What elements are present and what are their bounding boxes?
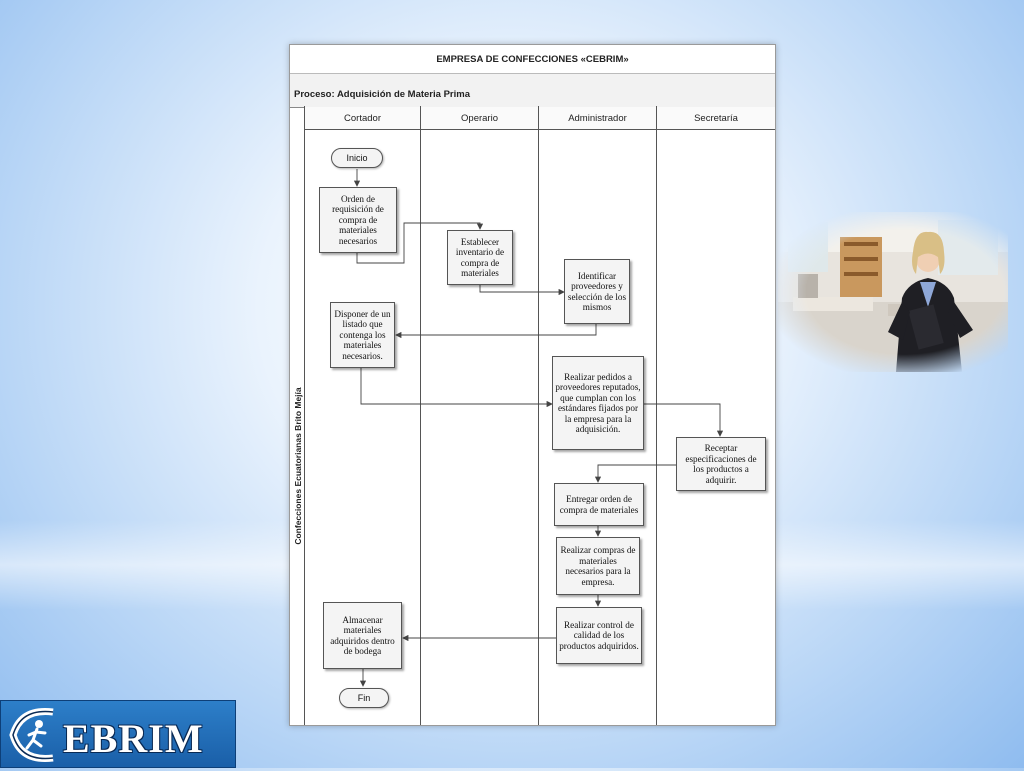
node-disponer-listado: Disponer de un listado que contenga los …: [330, 302, 395, 368]
pool-label-column: Confecciones Ecuatorianas Brito Mejía: [290, 106, 305, 725]
lane-divider: [538, 106, 539, 725]
lane-header-administrador: Administrador: [539, 107, 656, 130]
flow-connectors: [353, 169, 724, 687]
lane-header-operario: Operario: [421, 107, 538, 130]
node-establecer-inventario: Establecer inventario de compra de mater…: [447, 230, 513, 285]
node-entregar-orden: Entregar orden de compra de materiales: [554, 483, 644, 526]
document-title: EMPRESA DE CONFECCIONES «CEBRIM»: [436, 53, 629, 65]
arrow-identificar-disponer: [395, 324, 597, 339]
arrow-receptar-entregar: [594, 464, 676, 483]
node-realizar-pedidos: Realizar pedidos a proveedores reputados…: [552, 356, 644, 450]
node-realizar-compras: Realizar compras de materiales necesario…: [556, 537, 640, 595]
arrow-disponer-pedidos: [360, 368, 553, 408]
lane-divider: [420, 106, 421, 725]
office-woman-photo: [778, 212, 1008, 372]
process-label: Proceso: Adquisición de Materia Prima: [294, 89, 470, 100]
logo-text: EBRIM: [63, 716, 204, 761]
cebrim-logo: EBRIM: [0, 700, 236, 768]
flowchart-document: EMPRESA DE CONFECCIONES «CEBRIM» Proceso…: [289, 44, 776, 726]
arrow-orden-establecer: [356, 222, 484, 264]
end-node: Fin: [339, 688, 389, 708]
arrow-pedidos-receptar: [630, 403, 724, 437]
lane-divider: [656, 106, 657, 725]
lane-header-secretaria: Secretaría: [657, 107, 775, 130]
node-almacenar-materiales: Almacenar materiales adquiridos dentro d…: [323, 602, 402, 669]
node-identificar-proveedores: Identificar proveedores y selección de l…: [564, 259, 630, 324]
office-photo-illustration: [778, 212, 1008, 372]
runner-emblem-icon: [9, 707, 54, 763]
start-node: Inicio: [331, 148, 383, 168]
node-orden-requisicion: Orden de requisición de compra de materi…: [319, 187, 397, 253]
node-control-calidad: Realizar control de calidad de los produ…: [556, 607, 642, 664]
node-receptar-especificaciones: Receptar especificaciones de los product…: [676, 437, 766, 491]
arrow-establecer-identificar: [479, 285, 565, 296]
process-row: [290, 73, 775, 108]
lane-header-cortador: Cortador: [305, 107, 420, 130]
